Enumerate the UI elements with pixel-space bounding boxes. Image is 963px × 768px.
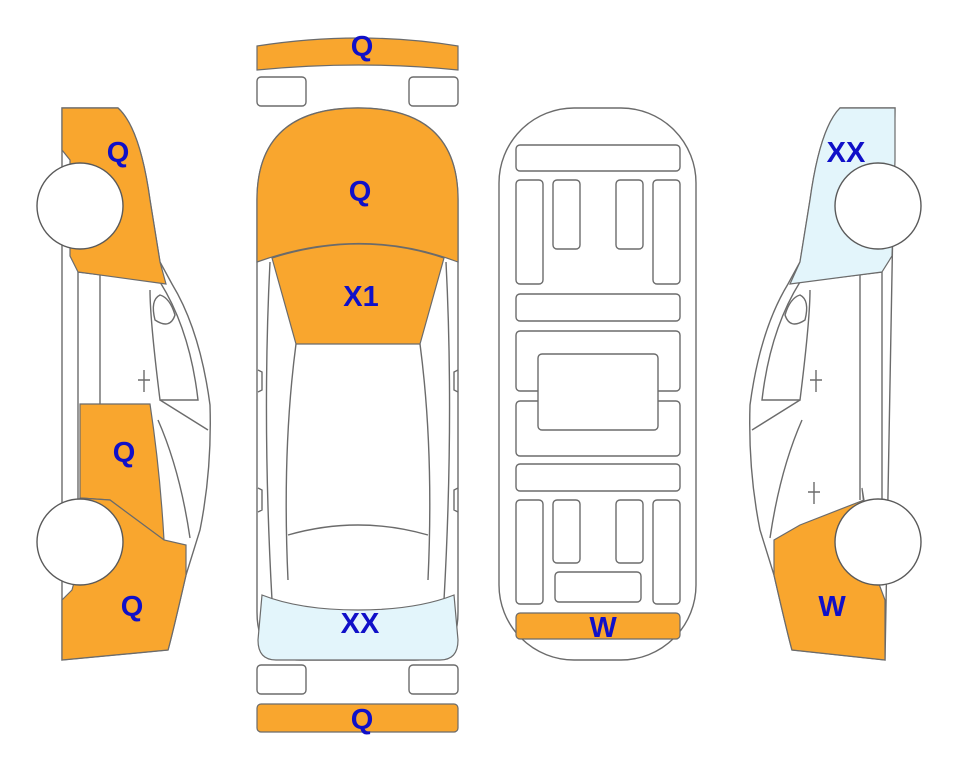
label-rear-bumper: Q (351, 704, 374, 736)
label-left-front-fender: Q (107, 137, 130, 169)
damage-labels: Q Q X1 XX Q W Q Q Q XX W (107, 31, 866, 736)
label-hood: Q (349, 176, 372, 208)
front-right-light (408, 76, 459, 107)
rear-right-light (408, 664, 459, 695)
top-view (256, 37, 459, 733)
left-rear-wheel (36, 498, 124, 586)
label-rear-window: XX (341, 608, 380, 640)
windshield (271, 243, 445, 345)
rear-left-light (256, 664, 307, 695)
label-floor-rear-panel: W (589, 612, 617, 644)
front-bumper (256, 37, 459, 71)
right-front-wheel (834, 162, 922, 250)
underbody-view (498, 107, 697, 661)
right-rear-wheel (834, 498, 922, 586)
left-side-view (36, 107, 211, 661)
right-side-view (749, 107, 922, 661)
front-left-light (256, 76, 307, 107)
floor-rear-panel (515, 612, 681, 640)
left-front-wheel (36, 162, 124, 250)
rear-bumper (256, 703, 459, 733)
label-windshield: X1 (343, 281, 378, 313)
label-left-rear-door: Q (113, 437, 136, 469)
label-front-bumper: Q (351, 31, 374, 63)
label-right-quarter: W (818, 591, 846, 623)
label-left-quarter: Q (121, 591, 144, 623)
rear-window (257, 594, 459, 661)
label-right-front-window: XX (827, 137, 866, 169)
